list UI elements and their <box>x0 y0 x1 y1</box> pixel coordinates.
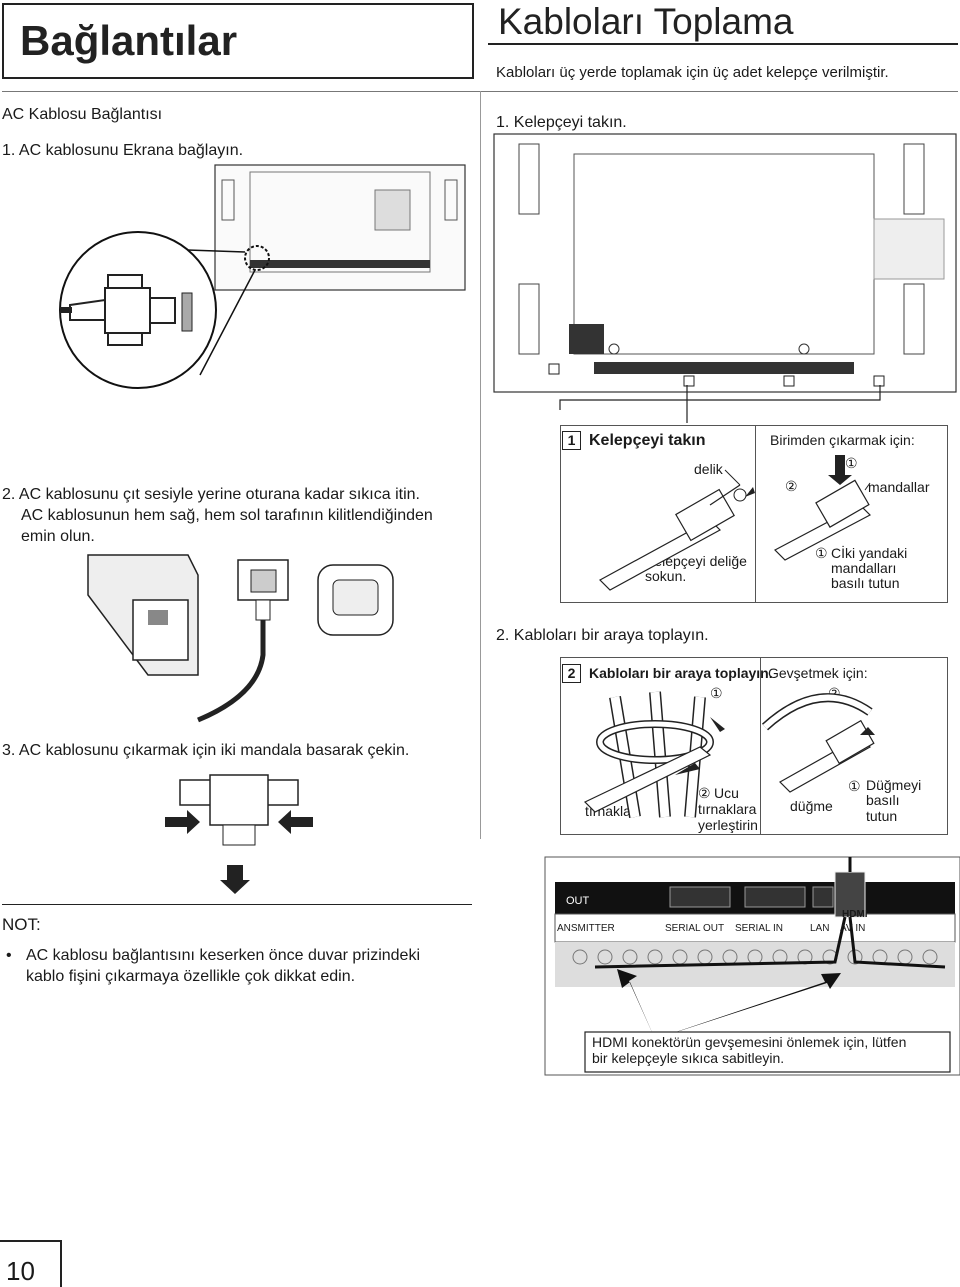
panel1-title: Kelepçeyi takın <box>589 432 706 449</box>
label-hold-1: Cİki yandaki <box>831 545 908 561</box>
panel2-loosen-title: Gevşetmek için: <box>768 665 868 681</box>
page-number-box: 10 <box>0 1240 62 1287</box>
right-step-1: 1. Kelepçeyi takın. <box>496 114 627 131</box>
hdmi-note-line1: HDMI konektörün gevşemesini önlemek için… <box>592 1034 907 1050</box>
port-label-lan: LAN <box>810 923 830 934</box>
label-delik: delik <box>694 461 723 477</box>
panel1-header: 1 Kelepçeyi takın <box>562 430 706 451</box>
panel2-title: Kabloları bir araya toplayın. <box>589 665 773 681</box>
title-underline <box>488 43 958 45</box>
port-label-serial-in: SERIAL IN <box>735 923 783 934</box>
display-rear-diagram <box>59 164 466 389</box>
panel1-number: 1 <box>562 431 581 450</box>
label-dugme: düğme <box>790 798 833 814</box>
circ-1-bottom: ① <box>815 545 828 561</box>
label-hold-button-1: Düğmeyi <box>866 777 922 793</box>
panel2-number: 2 <box>562 664 581 683</box>
ac-removal-diagram <box>165 774 313 894</box>
left-step-2-line2: AC kablosunun hem sağ, hem sol tarafının… <box>21 507 433 524</box>
panel2-header: 2 Kabloları bir araya toplayın. <box>562 664 773 683</box>
panel2-circ-1-dugme: ① <box>848 778 861 794</box>
port-label-transmitter: ANSMITTER <box>557 923 615 934</box>
right-title: Kabloları Toplama <box>498 1 794 42</box>
note-line2: kablo fişini çıkarmaya özellikle çok dik… <box>26 968 356 985</box>
left-step-2-line3: emin olun. <box>21 528 95 545</box>
label-hold-button-2: basılı <box>866 792 900 808</box>
port-label-av-in: AV IN <box>840 923 866 934</box>
right-title-box: Kabloları Toplama <box>488 1 958 45</box>
label-ucu-1: Ucu <box>714 785 739 801</box>
note-line1: AC kablosu bağlantısını keserken önce du… <box>26 947 420 964</box>
right-subtitle: Kabloları üç yerde toplamak için üç adet… <box>496 64 889 81</box>
hdmi-illustration <box>544 856 960 1076</box>
note-title: NOT: <box>2 915 41 934</box>
label-ucu-2: tırnaklara <box>698 801 757 817</box>
port-label-serial-out: SERIAL OUT <box>665 923 725 934</box>
display-back-panel-diagram <box>493 133 957 393</box>
label-hold-button-3: tutun <box>866 808 898 824</box>
note-rule <box>2 904 472 905</box>
label-hold-3: basılı tutun <box>831 575 900 591</box>
label-hold-2: mandalları <box>831 560 897 576</box>
left-step-1: 1. AC kablosunu Ekrana bağlayın. <box>2 142 244 159</box>
label-insert-2: sokun. <box>645 568 687 584</box>
clamp-illustrations <box>599 455 871 591</box>
panel2-circ-2-ucu: ② <box>698 785 711 801</box>
port-label-hdmi: HDMI <box>842 909 868 920</box>
ac-plug-diagram <box>87 554 394 723</box>
left-step-2-line1: 2. AC kablosunu çıt sesiyle yerine otura… <box>2 486 420 503</box>
bracket-lines <box>559 385 881 423</box>
label-mandallar: mandallar <box>868 479 930 495</box>
section-title-box: Bağlantılar <box>2 3 474 79</box>
panel1-remove-title: Birimden çıkarmak için: <box>770 432 915 448</box>
bundle-illustrations <box>583 691 875 818</box>
panel2-circ-1: ① <box>710 685 723 701</box>
column-divider <box>480 91 481 839</box>
circ-2: ② <box>785 478 798 494</box>
page-number: 10 <box>6 1256 35 1286</box>
page-title: Bağlantılar <box>20 17 238 64</box>
ac-section-title: AC Kablosu Bağlantısı <box>2 106 163 123</box>
port-label-out: OUT <box>566 895 590 907</box>
panel2-divider <box>760 657 761 835</box>
right-step-2: 2. Kabloları bir araya toplayın. <box>496 627 709 644</box>
circ-1-top: ① <box>845 455 858 471</box>
label-ucu-3: yerleştirin <box>698 817 758 833</box>
hdmi-note-line2: bir kelepçeyle sıkıca sabitleyin. <box>592 1050 785 1066</box>
panel1-divider <box>755 425 756 603</box>
left-step-3: 3. AC kablosunu çıkarmak için iki mandal… <box>2 742 410 759</box>
note-bullet: • <box>6 947 12 964</box>
